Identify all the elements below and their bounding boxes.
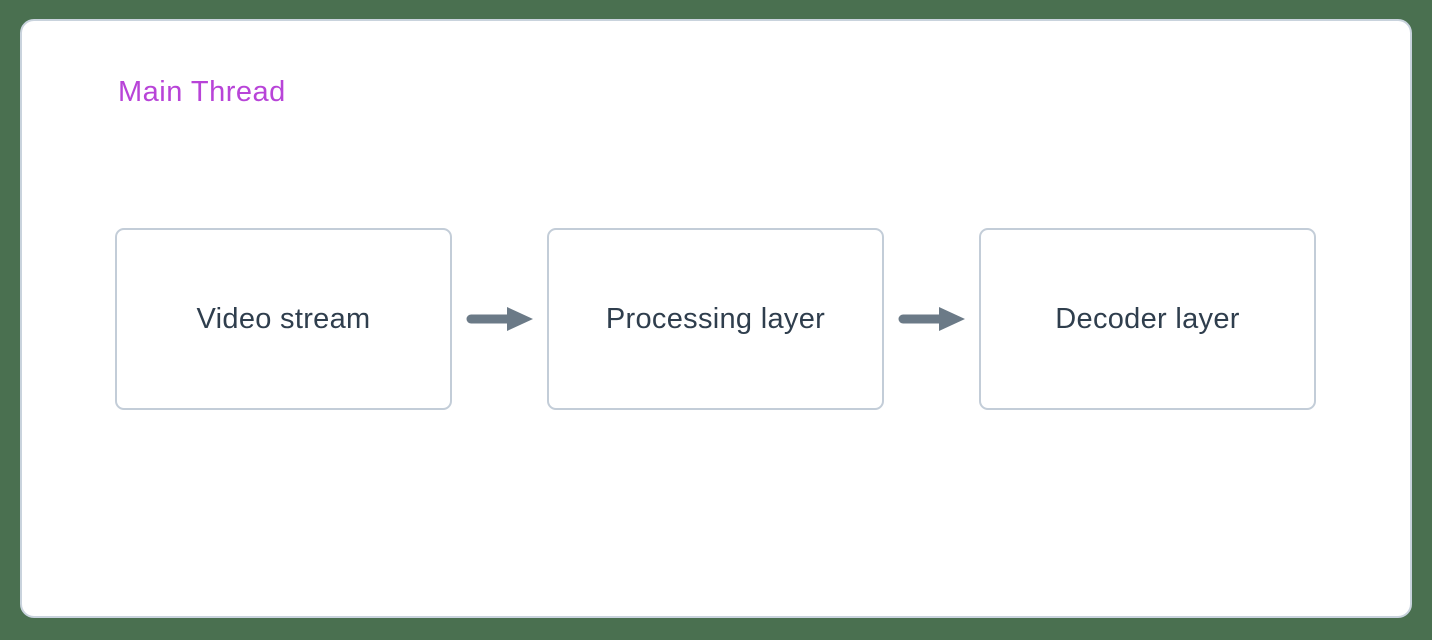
diagram-panel: Main Thread Video stream Processing laye… [20, 19, 1412, 618]
flow-arrow-icon [898, 307, 965, 331]
node-video-stream: Video stream [115, 228, 452, 410]
node-processing-layer: Processing layer [547, 228, 884, 410]
diagram-title: Main Thread [118, 76, 286, 108]
node-label: Decoder layer [1055, 302, 1240, 335]
flow-arrow-icon [466, 307, 533, 331]
arrow-gap [452, 305, 547, 333]
arrow-gap [884, 305, 979, 333]
flow-row: Video stream Processing layer Decoder la… [115, 228, 1316, 410]
node-label: Processing layer [605, 302, 826, 335]
node-decoder-layer: Decoder layer [979, 228, 1316, 410]
node-label: Video stream [196, 302, 371, 335]
